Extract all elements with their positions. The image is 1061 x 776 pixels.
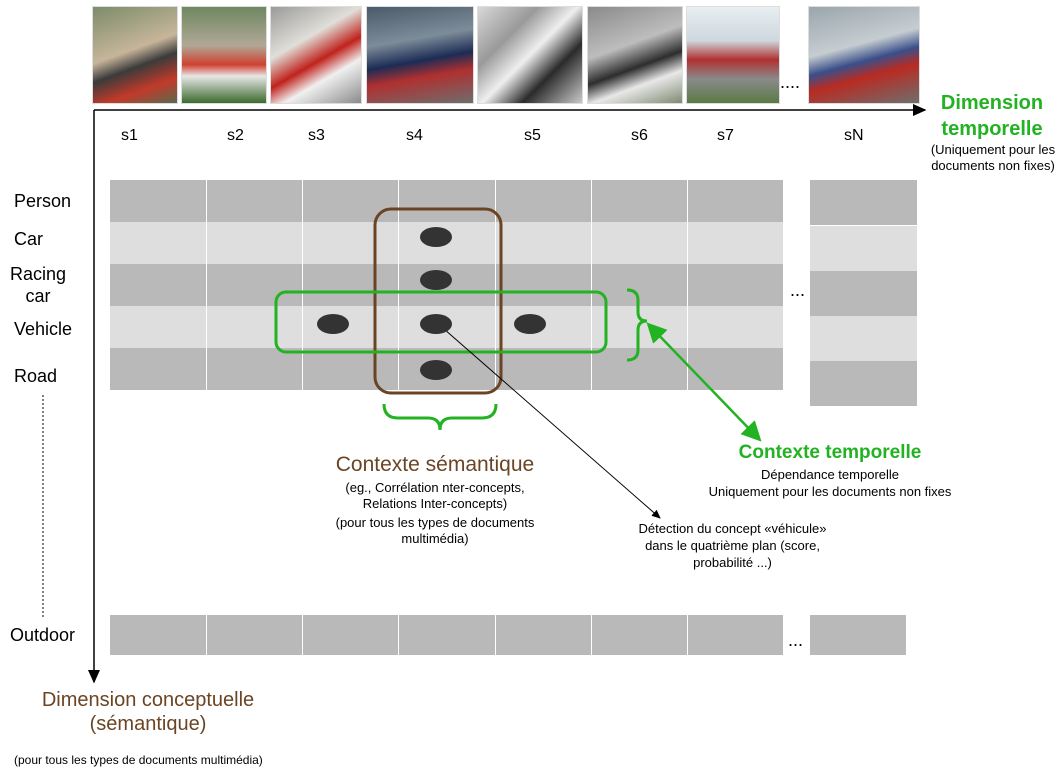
semantic-context-box bbox=[373, 207, 503, 395]
grid-cell bbox=[592, 222, 688, 264]
grid-cell bbox=[592, 615, 688, 655]
semantic-brace bbox=[382, 403, 498, 431]
grid-cell bbox=[110, 222, 207, 264]
grid-cell bbox=[496, 348, 592, 390]
grid-cell bbox=[688, 264, 784, 306]
shot-thumbnail bbox=[366, 6, 474, 104]
grid-cell bbox=[810, 226, 917, 272]
shot-label: s4 bbox=[406, 127, 423, 144]
grid-cell bbox=[303, 222, 399, 264]
shot-label: s1 bbox=[121, 127, 138, 144]
detection-dot bbox=[420, 270, 452, 290]
grid-cell bbox=[496, 180, 592, 222]
concept-label: Outdoor bbox=[10, 625, 76, 645]
grid-cell bbox=[303, 348, 399, 390]
shot-label: s3 bbox=[308, 127, 325, 144]
grid-cell bbox=[688, 615, 784, 655]
temporal-context-line2: Uniquement pour les documents non fixes bbox=[708, 484, 952, 499]
grid-cell bbox=[810, 180, 917, 226]
grid-cell bbox=[592, 264, 688, 306]
grid-cell bbox=[207, 264, 303, 306]
shot-thumbnail bbox=[181, 6, 267, 104]
grid-cell bbox=[688, 222, 784, 264]
grid-cell bbox=[496, 615, 592, 655]
grid-cell bbox=[399, 180, 496, 222]
shot-thumbnail bbox=[686, 6, 780, 104]
shot-thumbnail bbox=[92, 6, 178, 104]
semantic-context-title: Contexte sémantique bbox=[335, 453, 535, 476]
semantic-context-details: (eg., Corrélation nter-concepts, Relatio… bbox=[345, 480, 525, 511]
grid-cell bbox=[303, 180, 399, 222]
detection-dot bbox=[317, 314, 349, 334]
grid-cell bbox=[207, 180, 303, 222]
grid-cell bbox=[810, 271, 917, 317]
semantic-context-scope: (pour tous les types de documents multim… bbox=[335, 515, 535, 546]
grid-cell bbox=[110, 615, 207, 655]
temporal-context-line1: Dépendance temporelle bbox=[760, 467, 900, 482]
grid-cell bbox=[110, 348, 207, 390]
detection-dot bbox=[514, 314, 546, 334]
conceptual-dimension-note: (pour tous les types de documents multim… bbox=[14, 753, 263, 767]
shot-label: sN bbox=[844, 127, 864, 144]
shot-label: s6 bbox=[631, 127, 648, 144]
temporal-brace bbox=[626, 288, 648, 362]
concept-label: Car bbox=[14, 229, 44, 249]
grid-cell bbox=[207, 306, 303, 348]
shot-thumbnail bbox=[477, 6, 583, 104]
grid-cell bbox=[207, 348, 303, 390]
detection-note: Détection du concept «véhicule» dans le … bbox=[638, 521, 827, 570]
concept-label: Racing car bbox=[10, 264, 67, 306]
detection-dot bbox=[420, 227, 452, 247]
detection-dot bbox=[420, 360, 452, 380]
grid-cell bbox=[810, 316, 917, 362]
temporal-context-title: Contexte temporelle bbox=[738, 442, 922, 463]
grid-cell bbox=[303, 264, 399, 306]
grid-cell bbox=[399, 615, 496, 655]
grid-cell bbox=[592, 180, 688, 222]
grid-cell bbox=[207, 615, 303, 655]
grid-ellipsis: ... bbox=[790, 280, 806, 300]
shot-label: s2 bbox=[227, 127, 244, 144]
concept-label: Vehicle bbox=[14, 319, 73, 339]
thumbnail-ellipsis: .... bbox=[780, 72, 801, 92]
outdoor-row-ellipsis: ... bbox=[788, 630, 804, 650]
grid-cell bbox=[496, 222, 592, 264]
temporal-context-arrow bbox=[646, 322, 762, 442]
grid-cell bbox=[810, 361, 917, 407]
grid-cell bbox=[303, 615, 399, 655]
grid-cell bbox=[688, 180, 784, 222]
concept-label: Road bbox=[14, 366, 58, 386]
shot-thumbnail bbox=[808, 6, 920, 104]
temporal-dimension-title: Dimension temporelle bbox=[940, 92, 1044, 140]
temporal-context-box bbox=[274, 290, 608, 354]
shot-label: s5 bbox=[524, 127, 541, 144]
detection-dot bbox=[420, 314, 452, 334]
grid-cell bbox=[110, 306, 207, 348]
grid-cell bbox=[496, 264, 592, 306]
grid-cell bbox=[110, 264, 207, 306]
temporal-dimension-note: (Uniquement pour les documents non fixes… bbox=[930, 142, 1056, 173]
grid-cell bbox=[810, 615, 907, 655]
detection-pointer bbox=[435, 321, 661, 519]
conceptual-dimension-title: Dimension conceptuelle (sémantique) bbox=[41, 689, 255, 735]
shot-thumbnail bbox=[587, 6, 683, 104]
shot-thumbnail bbox=[270, 6, 362, 104]
grid-cell bbox=[207, 222, 303, 264]
shot-label: s7 bbox=[717, 127, 734, 144]
concept-label: Person bbox=[14, 191, 72, 211]
grid-cell bbox=[110, 180, 207, 222]
